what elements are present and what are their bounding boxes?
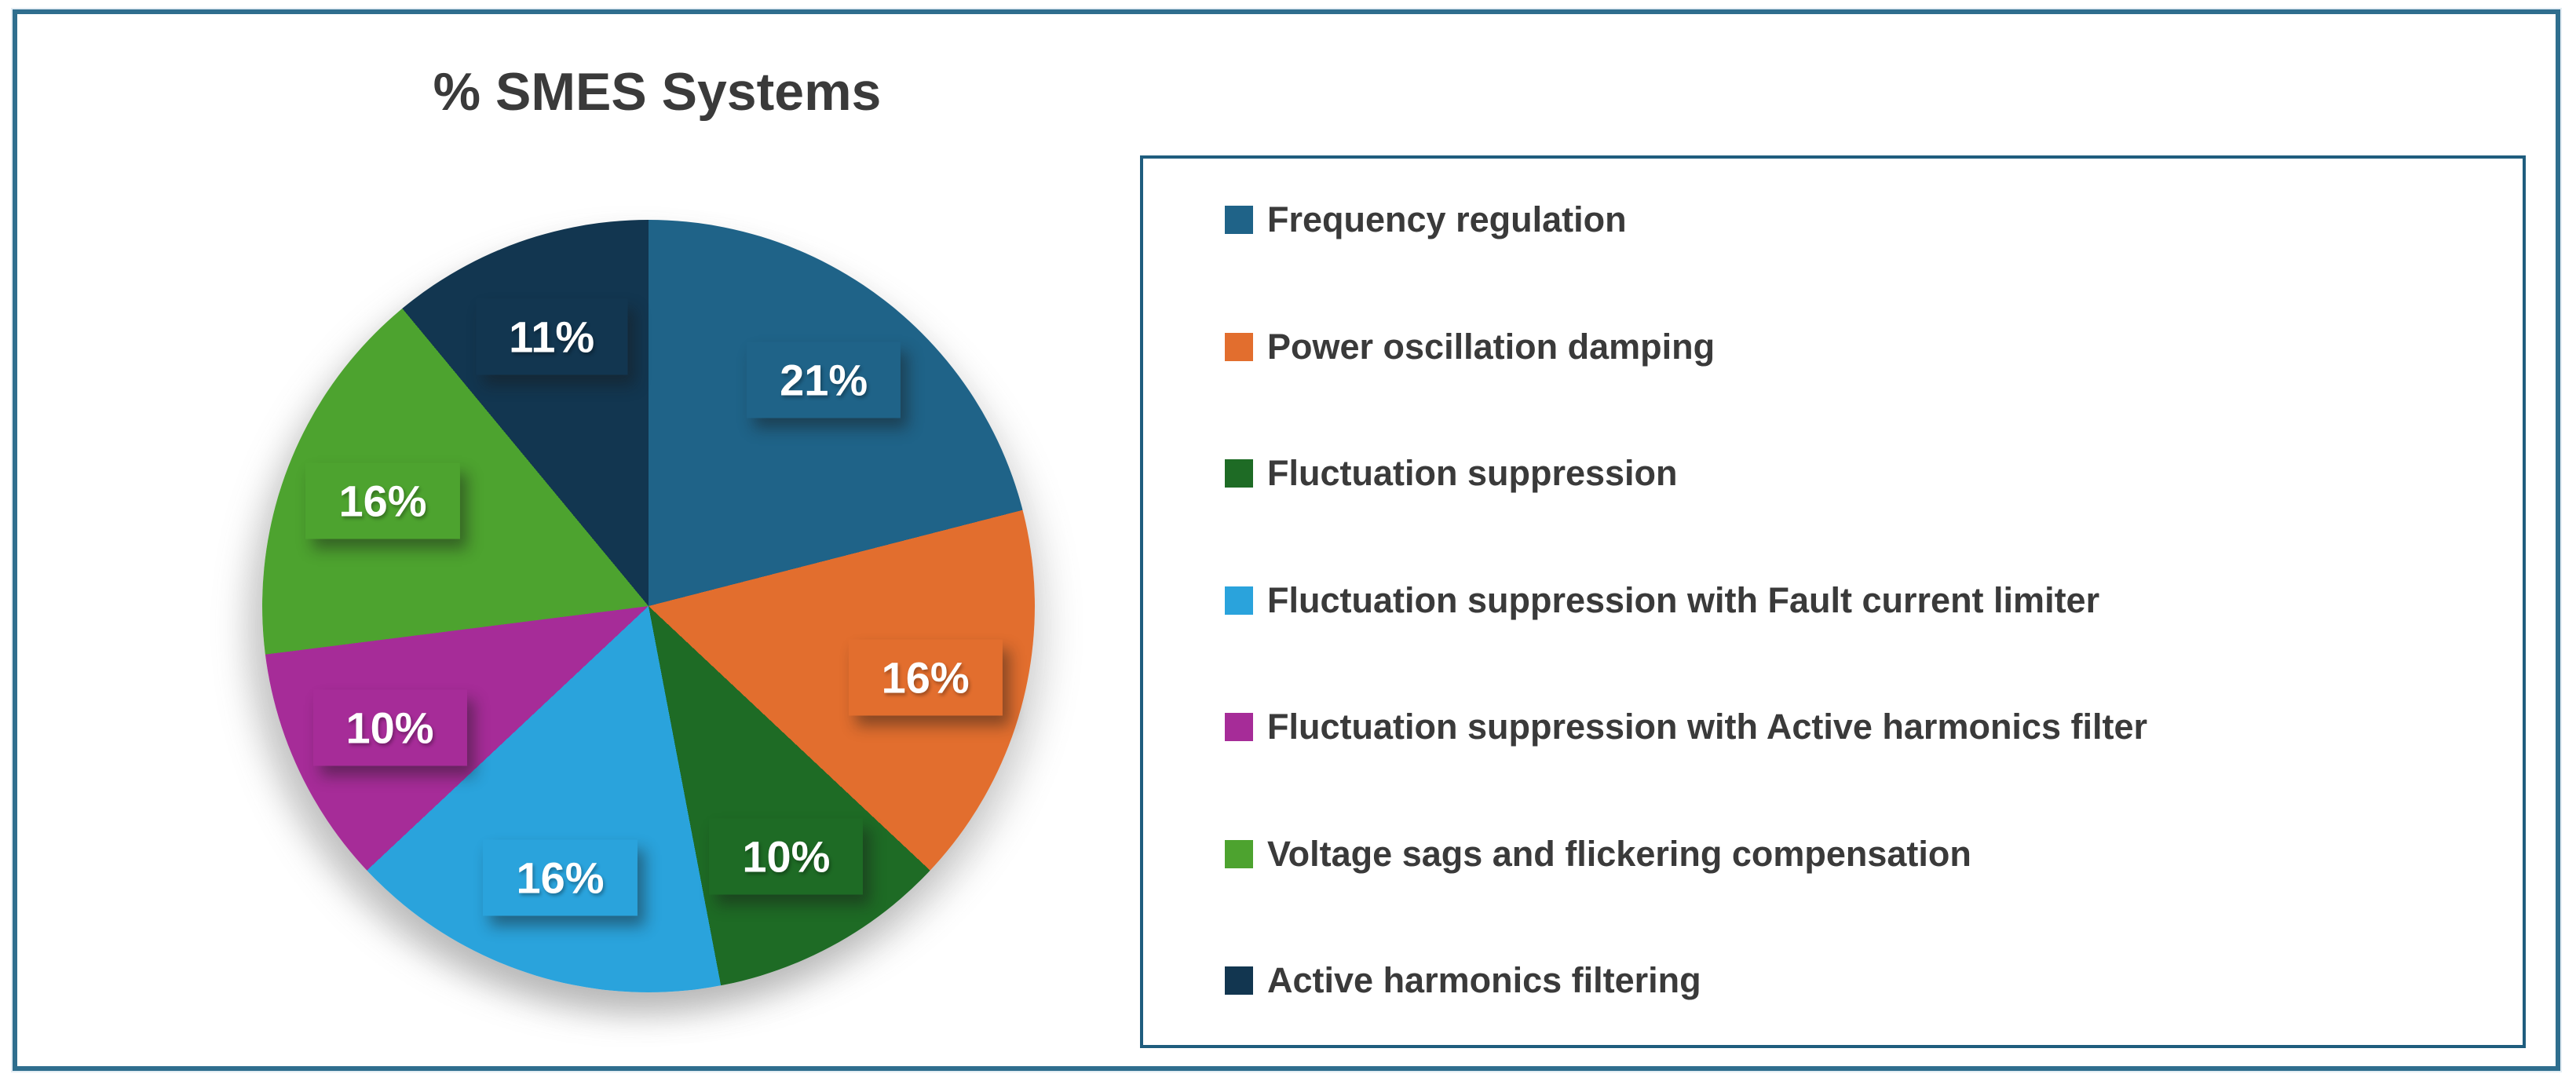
legend-item: Fluctuation suppression with Fault curre… — [1225, 580, 2491, 621]
legend-label: Fluctuation suppression with Fault curre… — [1267, 579, 2100, 620]
legend-item: Active harmonics filtering — [1225, 960, 2491, 1001]
slice-label: 10% — [709, 818, 864, 895]
legend-swatch-icon — [1225, 586, 1253, 615]
legend-swatch-icon — [1225, 713, 1253, 741]
slice-label: 10% — [312, 689, 467, 766]
slice-label: 16% — [483, 839, 638, 916]
legend-label: Fluctuation suppression — [1267, 453, 1678, 493]
legend-label: Frequency regulation — [1267, 199, 1627, 239]
legend-swatch-icon — [1225, 966, 1253, 995]
legend-item: Fluctuation suppression with Active harm… — [1225, 707, 2491, 747]
slice-label: 16% — [305, 462, 460, 539]
slice-label: 21% — [747, 342, 901, 418]
legend-item: Frequency regulation — [1225, 199, 2491, 240]
legend-label: Power oscillation damping — [1267, 326, 1716, 367]
slice-label: 16% — [848, 639, 1003, 716]
legend-item: Fluctuation suppression — [1225, 453, 2491, 494]
legend-item: Power oscillation damping — [1225, 327, 2491, 367]
legend-swatch-icon — [1225, 839, 1253, 868]
legend-swatch-icon — [1225, 206, 1253, 234]
legend-label: Fluctuation suppression with Active harm… — [1267, 707, 2148, 747]
legend-swatch-icon — [1225, 332, 1253, 361]
legend-label: Voltage sags and flickering compensation — [1267, 833, 1971, 874]
pie-chart — [262, 220, 1035, 992]
legend-item: Voltage sags and flickering compensation — [1225, 834, 2491, 875]
legend-label: Active harmonics filtering — [1267, 960, 1701, 1000]
chart-title: % SMES Systems — [433, 62, 882, 122]
slice-label: 11% — [476, 298, 628, 375]
legend-swatch-icon — [1225, 459, 1253, 488]
